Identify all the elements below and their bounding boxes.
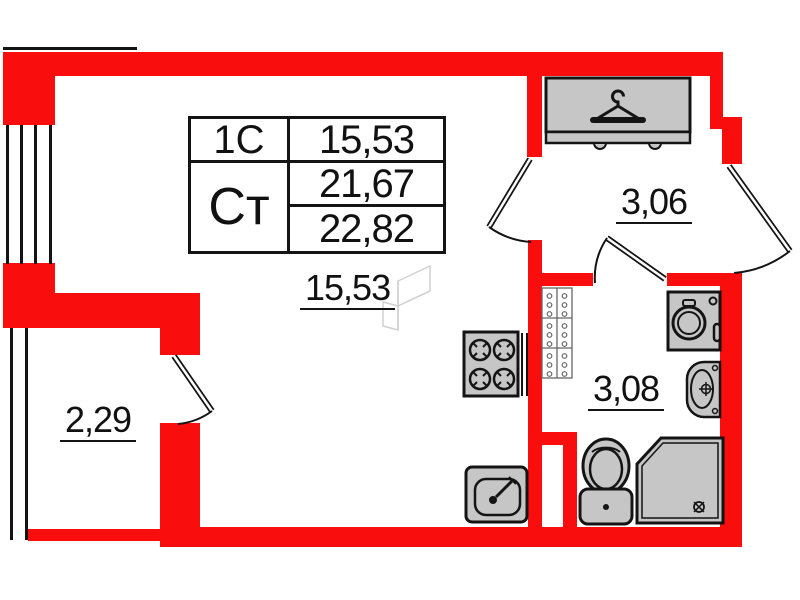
faucet-symbol bbox=[489, 496, 497, 504]
wall-duct-right bbox=[563, 445, 577, 527]
wall-core-jamb bbox=[528, 240, 542, 286]
wall-balcony-bottom bbox=[28, 529, 160, 541]
knob bbox=[647, 142, 663, 150]
knob bbox=[592, 142, 608, 150]
shower-tray-icon bbox=[635, 436, 725, 525]
balcony-door bbox=[171, 354, 215, 425]
kitchen-sink-icon bbox=[464, 465, 529, 524]
wall-duct-top bbox=[542, 432, 577, 445]
washing-machine-icon bbox=[666, 290, 722, 352]
door-swing-arc bbox=[177, 410, 213, 425]
plan-code-cell: Ст bbox=[191, 163, 290, 251]
entrance-door bbox=[726, 164, 793, 274]
balcony-area-label: 2,29 bbox=[60, 401, 137, 442]
wall-outer-left-upper bbox=[3, 52, 55, 125]
living-room-door bbox=[486, 157, 533, 243]
bathroom-door bbox=[593, 235, 667, 284]
wall-right-step bbox=[710, 117, 742, 129]
window-pane-line bbox=[6, 125, 9, 264]
neighbor-wall-line bbox=[3, 47, 137, 50]
bathroom-area-label: 3,08 bbox=[588, 370, 665, 411]
wall-bathroom-top-right bbox=[667, 273, 720, 286]
window-pane-line bbox=[20, 125, 23, 264]
unit-type-cell: 1С bbox=[191, 119, 290, 163]
drain-symbol bbox=[693, 501, 705, 513]
wall-bottom bbox=[160, 527, 742, 547]
door-swing-arc bbox=[488, 226, 532, 243]
window-pane-line bbox=[34, 125, 37, 264]
toilet-icon bbox=[578, 437, 634, 526]
wall-right-lower bbox=[720, 273, 742, 533]
living-area-cell: 15,53 bbox=[290, 119, 443, 163]
wall-top bbox=[3, 52, 723, 76]
glazing-line bbox=[10, 328, 13, 540]
area-main-cell: 21,67 bbox=[290, 163, 443, 207]
wall-balcony-right-lower bbox=[160, 423, 200, 547]
wall-core-upper bbox=[527, 76, 542, 157]
developer-watermark bbox=[382, 264, 431, 331]
hanger-icon bbox=[590, 89, 646, 123]
stove-icon bbox=[462, 330, 528, 398]
washbasin-icon bbox=[685, 360, 722, 419]
wall-bathroom-top-left bbox=[542, 273, 593, 286]
wall-entry-jamb bbox=[722, 128, 742, 164]
door-swing-arc bbox=[593, 237, 608, 284]
wall-balcony-right-jamb bbox=[160, 328, 200, 355]
faucet-symbol bbox=[699, 382, 713, 396]
wall-right-upper bbox=[710, 76, 723, 121]
wall-outer-left-mid bbox=[3, 263, 55, 328]
window-pane-line bbox=[49, 125, 52, 264]
area-total-cell: 22,82 bbox=[318, 207, 415, 251]
hallway-area-label: 3,06 bbox=[616, 183, 693, 224]
wall-balcony-top bbox=[55, 293, 200, 328]
door-swing-arc bbox=[733, 250, 791, 274]
wall-core-lower bbox=[528, 284, 542, 527]
living-room-area-label: 15,53 bbox=[300, 269, 396, 310]
glazing-line bbox=[25, 328, 28, 540]
unit-info-table: 1С 15,53 Ст 21,67 22,82 bbox=[188, 116, 446, 254]
wardrobe bbox=[544, 76, 692, 150]
utility-riser-icon bbox=[541, 287, 573, 379]
